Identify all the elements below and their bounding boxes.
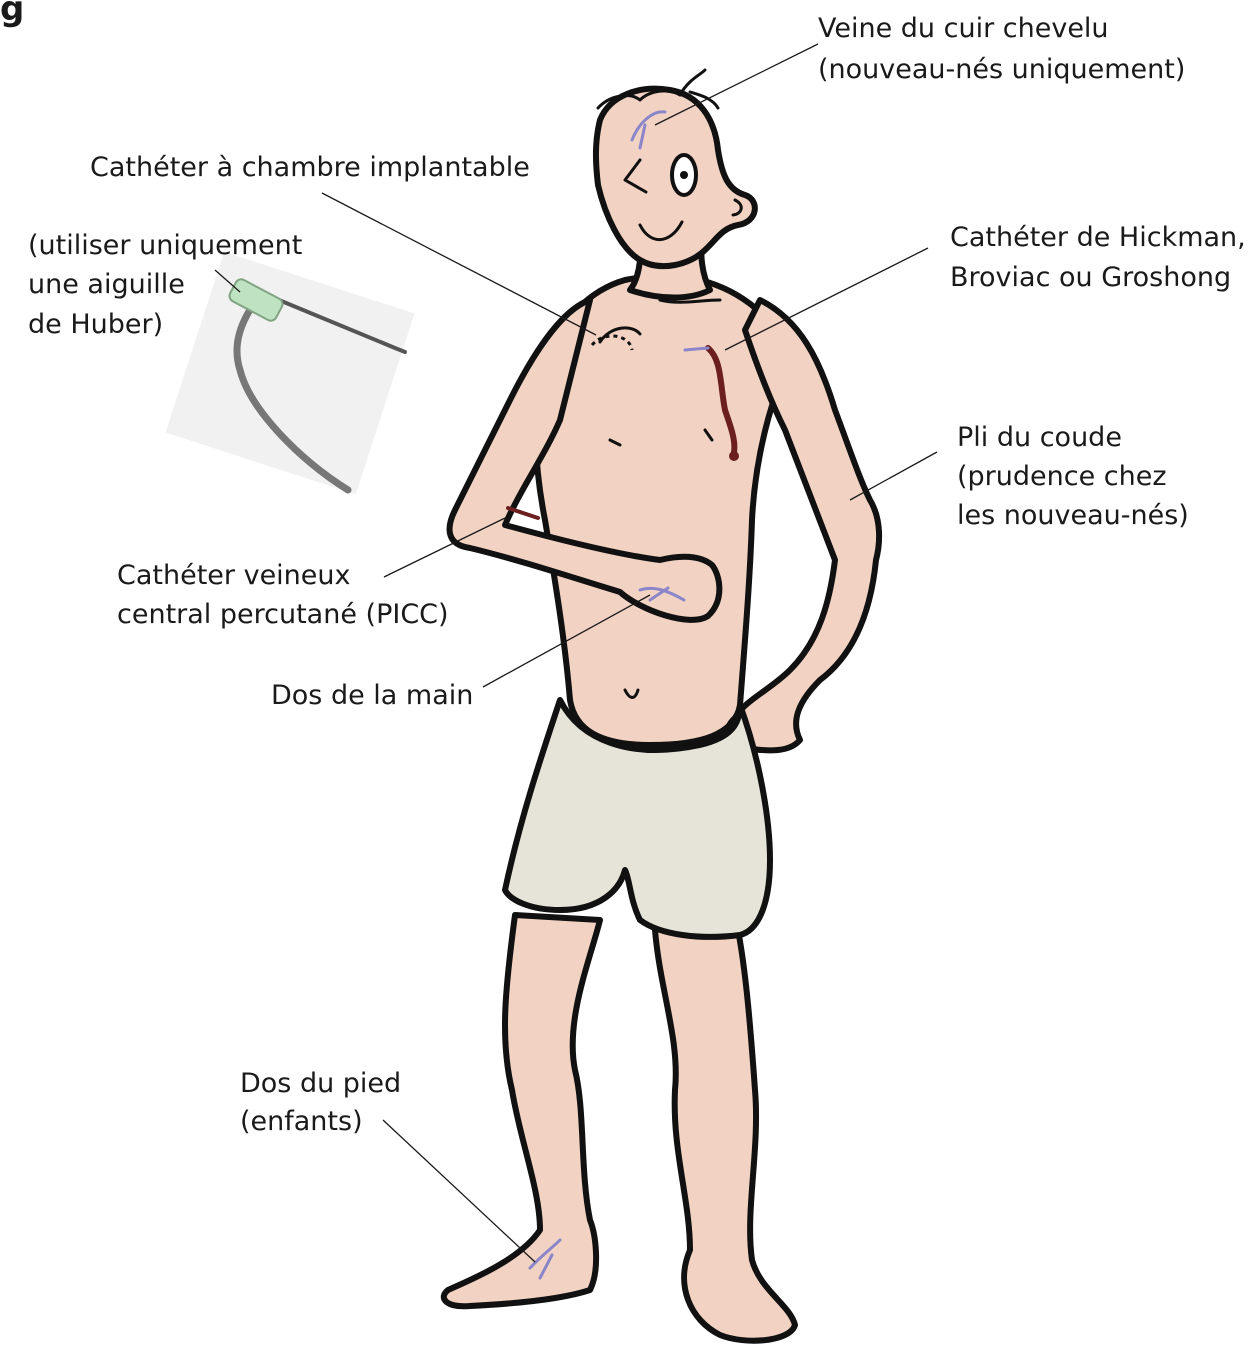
label-picc: Cathéter veineux central percutané (PICC… xyxy=(117,560,449,630)
hickman-tip xyxy=(729,451,739,461)
left-leg xyxy=(444,915,600,1306)
leader-elbow xyxy=(850,452,937,500)
title-fragment: g xyxy=(0,0,24,29)
label-huber-line3: de Huber) xyxy=(28,309,163,340)
label-picc-line2: central percutané (PICC) xyxy=(117,599,449,630)
label-hand: Dos de la main xyxy=(271,680,473,711)
label-port-line1: Cathéter à chambre implantable xyxy=(90,152,530,183)
label-scalp-line2: (nouveau-nés uniquement) xyxy=(818,54,1185,85)
label-hickman: Cathéter de Hickman, Broviac ou Groshong xyxy=(950,222,1251,293)
pupil xyxy=(680,171,688,179)
leader-foot xyxy=(383,1120,535,1262)
leader-hickman xyxy=(725,248,928,350)
label-huber-line2: une aiguille xyxy=(28,269,185,300)
label-picc-line1: Cathéter veineux xyxy=(117,560,351,591)
label-scalp-line1: Veine du cuir chevelu xyxy=(818,13,1109,44)
right-leg xyxy=(655,915,795,1341)
label-foot-line1: Dos du pied xyxy=(240,1068,401,1099)
leader-scalp xyxy=(655,44,818,125)
label-elbow-line1: Pli du coude xyxy=(957,422,1122,453)
label-huber-line1: (utiliser uniquement xyxy=(28,230,302,261)
huber-background xyxy=(166,252,415,495)
label-elbow-line3: les nouveau-nés) xyxy=(957,500,1189,531)
label-scalp-vein: Veine du cuir chevelu (nouveau-nés uniqu… xyxy=(818,13,1185,85)
label-hickman-line1: Cathéter de Hickman, xyxy=(950,222,1246,253)
label-hickman-line2: Broviac ou Groshong xyxy=(950,262,1231,293)
chest-vein xyxy=(685,348,708,350)
person-figure xyxy=(444,70,879,1341)
label-port: Cathéter à chambre implantable xyxy=(90,152,530,183)
label-hand-line1: Dos de la main xyxy=(271,680,473,711)
label-elbow-line2: (prudence chez xyxy=(957,461,1167,492)
huber-needle-illustration xyxy=(166,252,415,495)
label-elbow: Pli du coude (prudence chez les nouveau-… xyxy=(957,422,1189,531)
label-foot: Dos du pied (enfants) xyxy=(240,1068,410,1137)
label-foot-line2: (enfants) xyxy=(240,1106,363,1137)
